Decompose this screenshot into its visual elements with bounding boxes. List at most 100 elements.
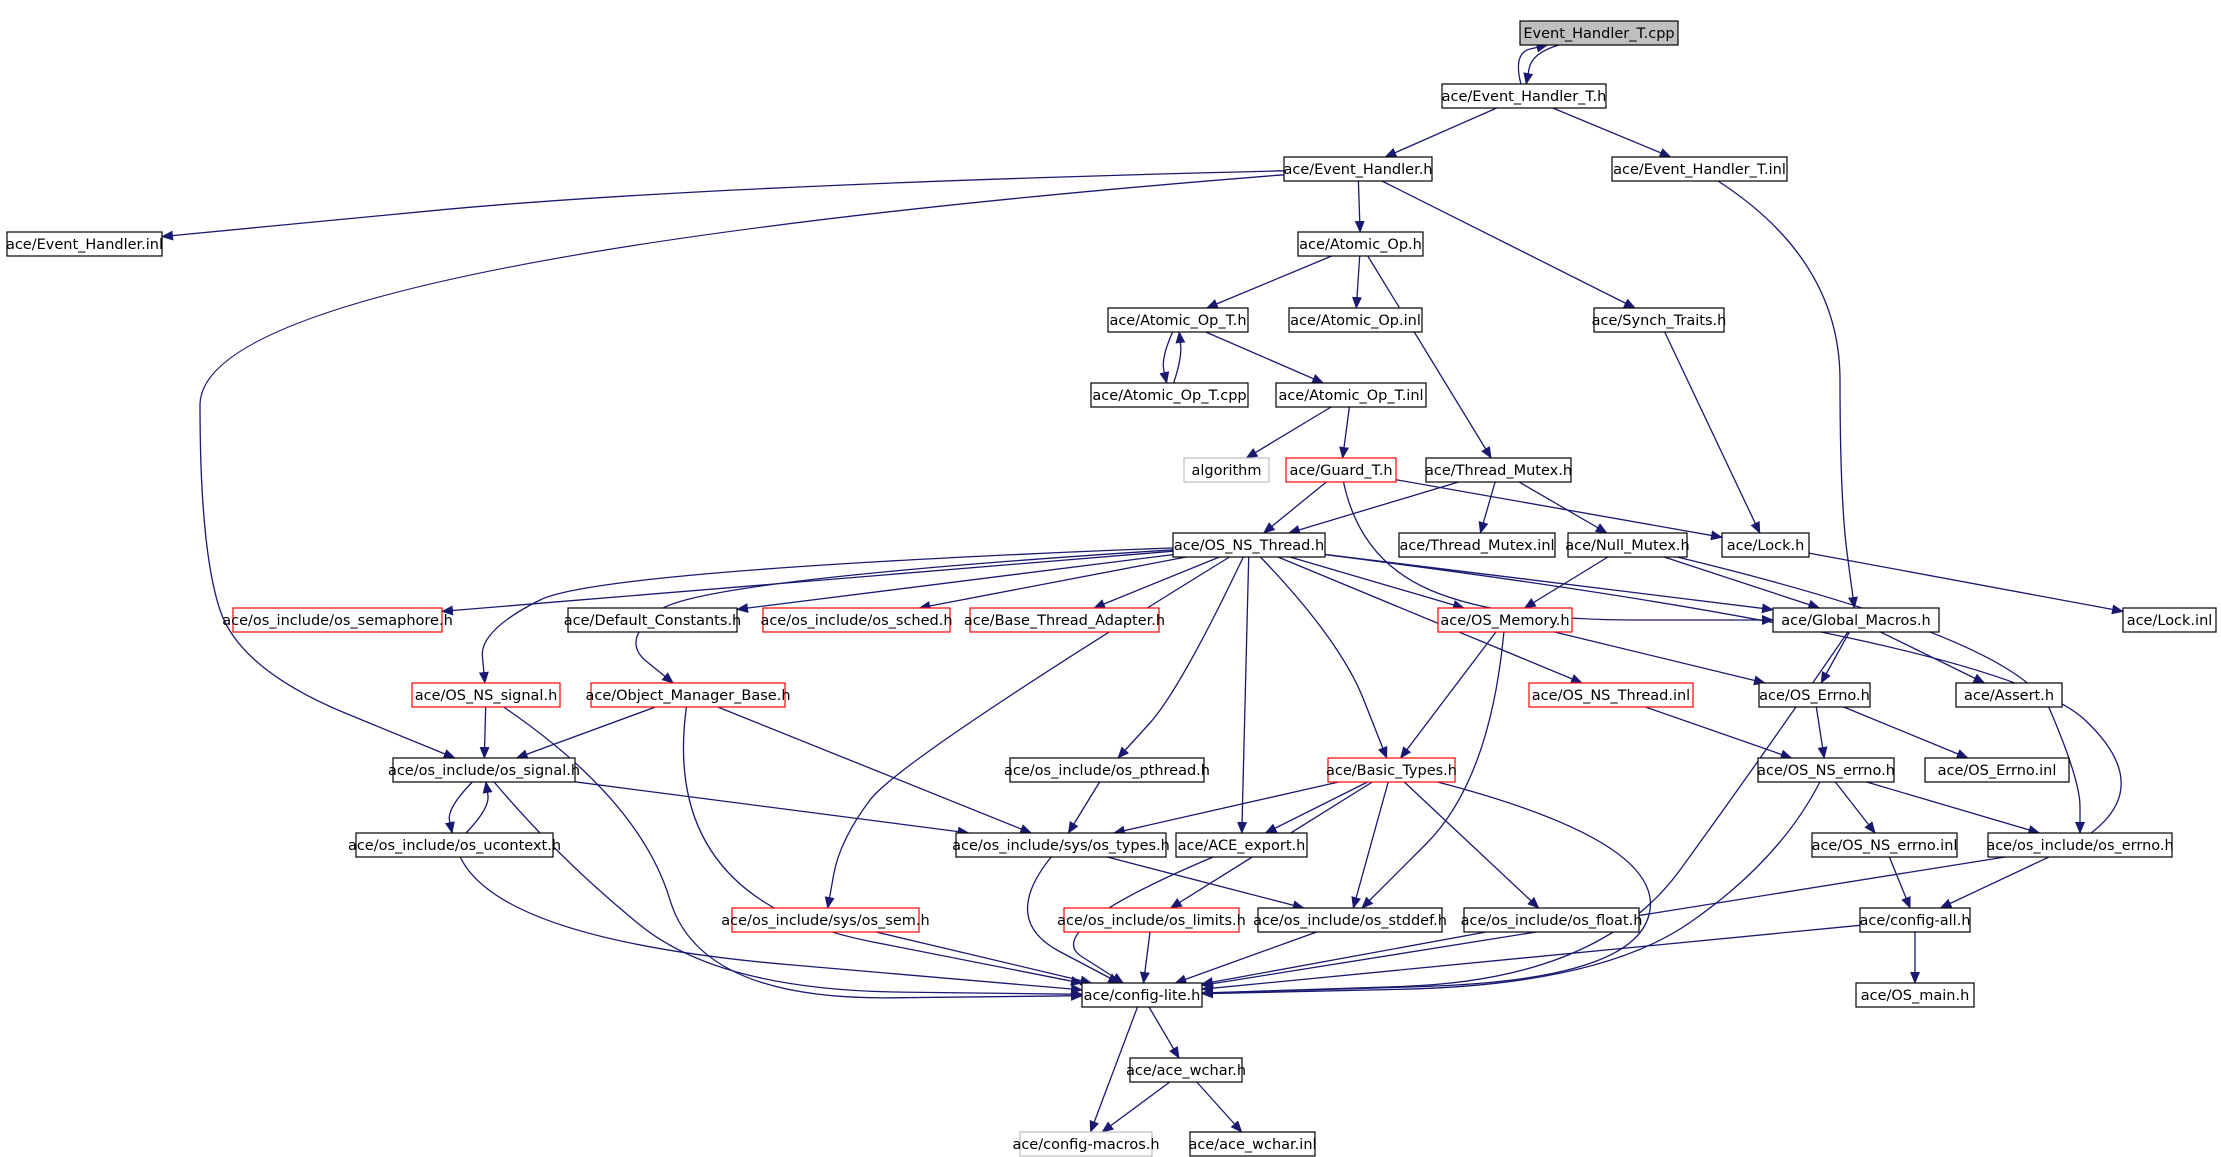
node-configlite[interactable]: ace/config-lite.h xyxy=(1081,982,1203,1008)
node-box xyxy=(1593,307,1725,333)
node-box xyxy=(731,907,920,933)
edge-systypes-to-configlite xyxy=(1027,856,1121,984)
node-lock-inl[interactable]: ace/Lock.inl xyxy=(2122,607,2217,633)
node-osnsthread[interactable]: ace/OS_NS_Thread.h xyxy=(1172,532,1326,558)
edge-omb-to-systypes xyxy=(717,706,1033,834)
edge-btypes-to-aceexport xyxy=(1264,781,1368,834)
node-btypes[interactable]: ace/Basic_Types.h xyxy=(1326,757,1457,783)
edge-arrow xyxy=(1834,781,1876,834)
edge-osmem-to-oserrno xyxy=(1554,631,1766,686)
node-stddef[interactable]: ace/os_include/os_stddef.h xyxy=(1253,907,1447,933)
edge-arrow xyxy=(1523,44,1559,85)
node-aop-inl[interactable]: ace/Atomic_Op.inl xyxy=(1288,307,1423,333)
edge-configall-to-configlite xyxy=(1201,924,1861,994)
edge-osnsthread-to-aceexport xyxy=(1237,556,1250,834)
node-label: ace/Lock.h xyxy=(1727,538,1805,554)
edge-arrow xyxy=(1808,552,2124,615)
edge-arrow xyxy=(1264,781,1368,834)
node-algorithm[interactable]: algorithm xyxy=(1183,457,1270,483)
node-syssem[interactable]: ace/os_include/sys/os_sem.h xyxy=(721,907,930,933)
edge-arrow xyxy=(1339,406,1351,459)
edge-arrow xyxy=(1352,255,1363,309)
node-tmutex[interactable]: ace/Thread_Mutex.h xyxy=(1425,457,1572,483)
node-oserrno-h[interactable]: ace/os_include/os_errno.h xyxy=(1986,832,2174,858)
node-root[interactable]: Event_Handler_T.cpp xyxy=(1519,20,1679,46)
node-sched[interactable]: ace/os_include/os_sched.h xyxy=(760,607,953,633)
edge-osnsthread-to-sema xyxy=(441,550,1174,616)
node-configall[interactable]: ace/config-all.h xyxy=(1859,907,1971,933)
node-sema[interactable]: ace/os_include/os_semaphore.h xyxy=(222,607,453,633)
node-lock-h[interactable]: ace/Lock.h xyxy=(1721,532,1810,558)
node-label: ace/config-all.h xyxy=(1859,913,1970,929)
node-box xyxy=(411,682,561,708)
node-tmutex-inl[interactable]: ace/Thread_Mutex.inl xyxy=(1398,532,1556,558)
node-wchar-h[interactable]: ace/ace_wchar.h xyxy=(1126,1057,1246,1083)
node-systypes[interactable]: ace/os_include/sys/os_types.h xyxy=(952,832,1170,858)
node-assert[interactable]: ace/Assert.h xyxy=(1955,682,2063,708)
edge-arrow xyxy=(1880,631,1986,684)
node-label: ace/Atomic_Op_T.inl xyxy=(1278,388,1423,404)
node-nserrno[interactable]: ace/OS_NS_errno.h xyxy=(1757,757,1895,783)
edge-arrow xyxy=(1866,781,2041,835)
node-defconst[interactable]: ace/Default_Constants.h xyxy=(564,607,741,633)
node-box xyxy=(1463,907,1640,933)
node-eh-inl[interactable]: ace/Event_Handler.inl xyxy=(6,231,163,257)
edge-tmutex-to-nullmutex xyxy=(1518,481,1608,534)
node-aopt-cpp[interactable]: ace/Atomic_Op_T.cpp xyxy=(1090,382,1249,408)
node-nssignal[interactable]: ace/OS_NS_signal.h xyxy=(411,682,561,708)
node-gmacros[interactable]: ace/Global_Macros.h xyxy=(1772,607,1940,633)
node-wchar-inl[interactable]: ace/ace_wchar.inl xyxy=(1188,1131,1317,1157)
edge-arrow xyxy=(682,706,1083,986)
node-ossignal[interactable]: ace/os_include/os_signal.h xyxy=(388,757,580,783)
edge-arrow xyxy=(1287,481,1459,535)
node-osmain[interactable]: ace/OS_main.h xyxy=(1855,982,1975,1008)
node-label: ace/Synch_Traits.h xyxy=(1592,313,1727,329)
edge-arrow xyxy=(1717,180,1858,609)
node-bta[interactable]: ace/Base_Thread_Adapter.h xyxy=(964,607,1165,633)
node-osmem[interactable]: ace/OS_Memory.h xyxy=(1437,607,1573,633)
node-box xyxy=(1175,832,1308,858)
node-pthread[interactable]: ace/os_include/os_pthread.h xyxy=(1004,757,1210,783)
node-eht-h[interactable]: ace/Event_Handler_T.h xyxy=(1441,83,1607,109)
node-cmacros[interactable]: ace/config-macros.h xyxy=(1012,1131,1160,1157)
node-eh-h[interactable]: ace/Event_Handler.h xyxy=(1283,156,1433,182)
node-aopt-inl[interactable]: ace/Atomic_Op_T.inl xyxy=(1275,382,1427,408)
edge-arrow xyxy=(1351,781,1389,909)
edge-gmacros-to-oserrno xyxy=(1820,631,1850,684)
edge-arrow xyxy=(1112,781,1339,836)
node-box xyxy=(1519,20,1679,46)
node-synch[interactable]: ace/Synch_Traits.h xyxy=(1592,307,1727,333)
node-aop-h[interactable]: ace/Atomic_Op.h xyxy=(1297,231,1424,257)
node-label: ace/os_include/os_float.h xyxy=(1461,913,1643,929)
node-label: ace/Thread_Mutex.h xyxy=(1425,463,1572,479)
edge-arrow xyxy=(1361,631,1505,909)
node-box xyxy=(1129,1057,1243,1083)
node-ucontext[interactable]: ace/os_include/os_ucontext.h xyxy=(348,832,561,858)
edge-aopt_h-to-aopt_inl xyxy=(1205,331,1325,384)
node-nserrno-inl[interactable]: ace/OS_NS_errno.inl xyxy=(1811,832,1958,858)
node-omb[interactable]: ace/Object_Manager_Base.h xyxy=(585,682,791,708)
edge-layer xyxy=(161,42,2124,1133)
edge-arrow xyxy=(1354,180,1365,233)
node-nullmutex[interactable]: ace/Null_Mutex.h xyxy=(1565,532,1690,558)
edge-systypes-to-stddef xyxy=(1107,856,1305,911)
node-box xyxy=(1757,757,1895,783)
node-aopt-h[interactable]: ace/Atomic_Op_T.h xyxy=(1107,307,1249,333)
node-nsthread-inl[interactable]: ace/OS_NS_Thread.inl xyxy=(1528,682,1694,708)
node-limits[interactable]: ace/os_include/os_limits.h xyxy=(1057,907,1246,933)
node-label: ace/Event_Handler_T.h xyxy=(1442,89,1607,105)
node-aceexport[interactable]: ace/ACE_export.h xyxy=(1175,832,1308,858)
edge-osnsthread-to-nssignal xyxy=(478,547,1174,684)
edge-arrow xyxy=(1159,331,1174,384)
node-box xyxy=(1772,607,1940,633)
node-float[interactable]: ace/os_include/os_float.h xyxy=(1461,907,1643,933)
node-box xyxy=(1090,382,1249,408)
edge-nullmutex-to-osmem xyxy=(1523,556,1609,609)
node-oserrno[interactable]: ace/OS_Errno.h xyxy=(1758,682,1871,708)
node-oserrno-inl[interactable]: ace/OS_Errno.inl xyxy=(1924,757,2070,783)
edge-limits-to-configlite xyxy=(1139,931,1151,984)
node-eht-inl[interactable]: ace/Event_Handler_T.inl xyxy=(1611,156,1788,182)
edge-arrow xyxy=(459,856,1083,994)
node-box xyxy=(1437,607,1573,633)
node-guard[interactable]: ace/Guard_T.h xyxy=(1285,457,1397,483)
